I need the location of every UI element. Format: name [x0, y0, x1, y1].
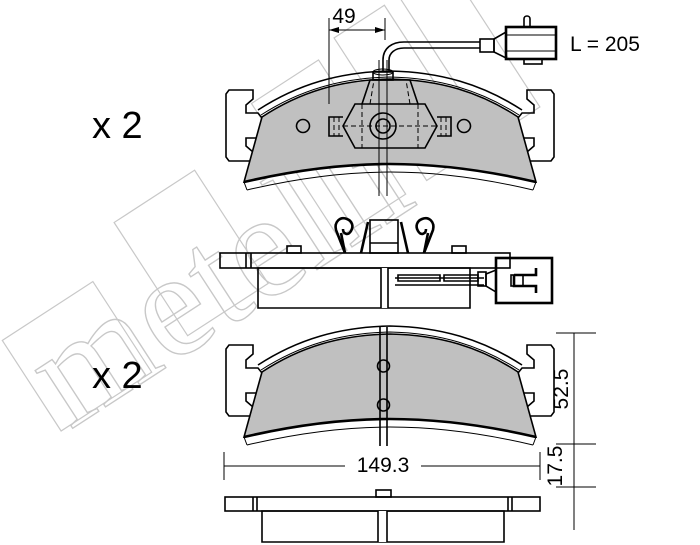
connector-bottom-key [523, 58, 543, 65]
dim49-arrow-left [329, 27, 339, 33]
connector-plug-body [504, 25, 558, 61]
upper-pad-qty-label: x 2 [92, 105, 143, 147]
sensor-center-axis [378, 60, 388, 196]
spring-clip-left [334, 216, 354, 254]
wear-sensor-cable-assembly: L = 205 [382, 15, 640, 72]
lower-pad-view: x 2 [92, 325, 555, 446]
bottom-backing-plate [224, 496, 541, 512]
lower-pad-backing-edge-inner [260, 331, 520, 371]
lower-pad-rivet-upper [376, 359, 391, 373]
side-connector-pin [510, 274, 524, 287]
side-locating-tab-left [286, 245, 302, 254]
side-section-view [219, 216, 554, 309]
dimension-52-5: 52.5 [550, 332, 596, 445]
sensor-bracket-lug-right-hidden [440, 117, 447, 136]
lower-pad-center-groove [379, 327, 388, 446]
cable-ferrule [479, 38, 495, 53]
sensor-bracket-lug-left [328, 116, 343, 137]
sensor-bracket-lug-left-hidden [333, 117, 340, 136]
spring-clip-right-leg [422, 232, 430, 254]
watermark-box-1 [1, 280, 153, 432]
side-cable-ferrule [477, 271, 487, 287]
bottom-center-slot [377, 511, 388, 542]
sensor-bracket-neck-hidden [369, 79, 411, 105]
dimension-149-3: 149.3 149.3 [223, 452, 541, 480]
dim1493-label-mask [345, 452, 421, 474]
lower-pad-backing-edge-outer [257, 325, 523, 366]
sensor-bracket-hidden-lines [361, 104, 419, 148]
upper-pad-backing-edge-outer [257, 70, 523, 111]
side-friction-center-slot-fill [381, 268, 388, 308]
bottom-locating-tab [375, 489, 392, 498]
lower-pad-friction-edge-lower [246, 426, 534, 446]
side-connector-plug [494, 256, 554, 305]
side-backing-plate-left-marks [245, 253, 252, 268]
spring-clip-left-leg [339, 232, 347, 254]
upper-pad-rivet-hole-right [456, 118, 472, 134]
bottom-friction-material [261, 510, 505, 543]
upper-pad-friction-edge-caps [243, 181, 537, 191]
spring-arm-inner-right [399, 221, 410, 254]
dim49-label: 49 [332, 5, 355, 28]
connector-latch-tab [523, 15, 531, 27]
side-friction-center-slot [380, 268, 389, 308]
sensor-cable-outer [382, 41, 480, 72]
dim175-label: 17.5 [544, 446, 567, 487]
bottom-backing-right-marks [507, 497, 513, 511]
lower-pad-friction-edge-caps [243, 436, 537, 446]
cable-length-label: L = 205 [570, 33, 640, 56]
connector-plug-ribs [506, 34, 556, 52]
dim49-arrow-right [375, 27, 385, 33]
bottom-section-view [224, 489, 541, 543]
sensor-cable-inner [388, 47, 480, 72]
side-friction-material [257, 267, 471, 309]
lower-pad-body-fill [244, 334, 536, 437]
side-locating-tab-right [451, 245, 467, 254]
upper-pad-rivet-hole-left [295, 118, 311, 134]
bottom-center-slot-fill [378, 511, 387, 542]
dimension-17-5: 17.5 [544, 444, 596, 530]
upper-pad-body-fill [244, 79, 536, 182]
lower-pad-friction-edge [243, 417, 537, 439]
upper-pad-friction-edge-lower [246, 171, 534, 191]
watermark-box-2 [113, 169, 269, 337]
dim1493-label-top: 149.3 [357, 454, 410, 477]
upper-pad-friction-edge [243, 162, 537, 184]
lower-pad-rivet-lower [376, 398, 391, 412]
spring-arm-inner-left [359, 221, 370, 254]
dimension-49: 49 [328, 5, 386, 104]
sensor-bushing-outer [369, 112, 397, 140]
upper-pad-view: x 2 [92, 60, 555, 196]
sensor-bushing-inner [375, 118, 391, 134]
dim525-label: 52.5 [550, 369, 573, 410]
side-connector-transition [485, 268, 497, 294]
side-sensor-cable-sleeve-a [397, 274, 441, 282]
side-connector-keyway [512, 268, 538, 293]
lower-pad-qty-label: x 2 [92, 355, 143, 397]
spring-clip-right [415, 216, 435, 254]
bottom-backing-left-marks [252, 497, 258, 511]
sensor-bracket-lug-right [437, 116, 452, 137]
upper-pad-backing-edge-inner [260, 76, 520, 116]
